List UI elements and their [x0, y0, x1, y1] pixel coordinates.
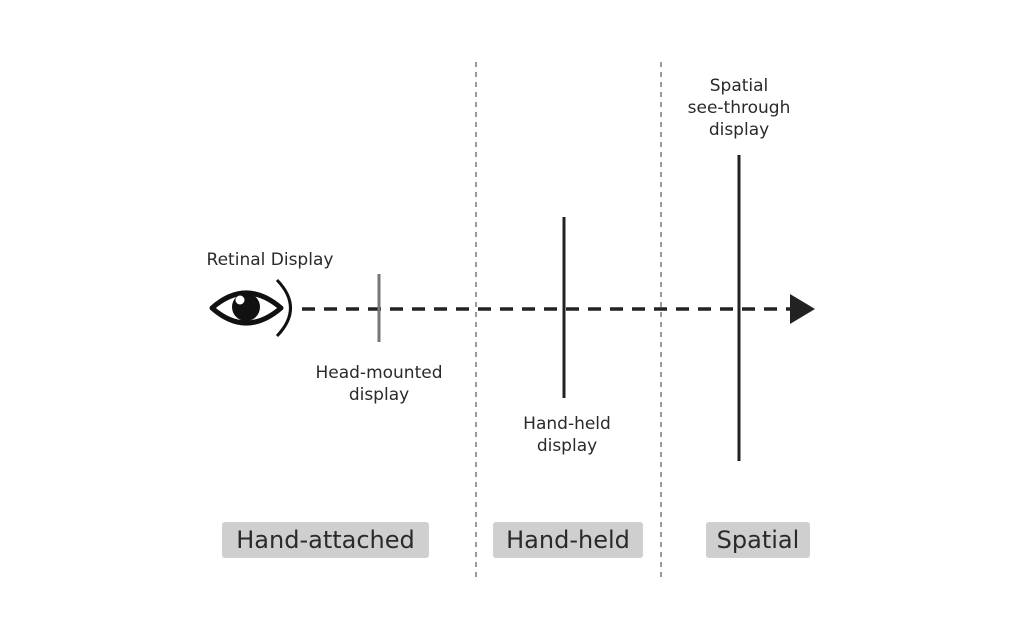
- category-hand-attached: Hand-attached: [222, 522, 429, 558]
- hand-held-display-label: Hand-held display: [523, 414, 611, 456]
- category-spatial: Spatial: [706, 522, 810, 558]
- head-mounted-display-label: Head-mounted display: [315, 363, 443, 405]
- category-hand-held: Hand-held: [493, 522, 643, 558]
- spatial-see-through-display-label: Spatial see-through display: [687, 76, 791, 140]
- arrow-right-icon: [790, 294, 815, 324]
- retinal-display-label: Retinal Display: [206, 250, 334, 270]
- eye-icon: [209, 278, 292, 338]
